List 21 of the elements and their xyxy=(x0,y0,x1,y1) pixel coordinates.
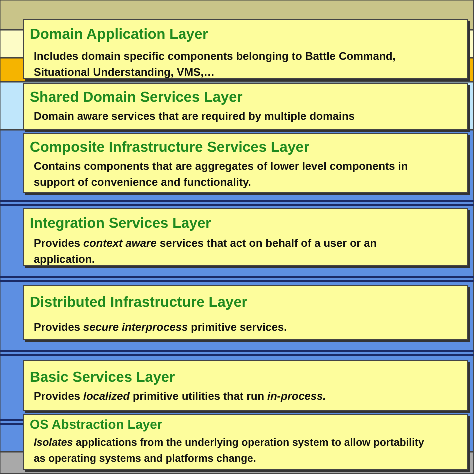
layer-description: Includes domain specific components belonging to Battle Command, Situational Understanding, VMS,… xyxy=(33,50,397,81)
layer-description: Domain aware services that are required by multiple domains xyxy=(33,110,356,125)
layer-title: Distributed Infrastructure Layer xyxy=(30,294,249,312)
layer-box xyxy=(23,83,468,130)
layer-box xyxy=(23,414,468,470)
layer-description: Contains components that are aggregates of lower level components in support of convenience and functionality. xyxy=(33,160,410,191)
layer-title: OS Abstraction Layer xyxy=(30,417,164,432)
layer-box xyxy=(23,360,468,411)
layer-title: Integration Services Layer xyxy=(30,215,212,233)
layer-title: Shared Domain Services Layer xyxy=(30,89,244,107)
layer-description: Provides localized primitive utilities that run in-process. xyxy=(33,390,328,405)
layer-box xyxy=(23,285,468,340)
layer-title: Composite Infrastructure Services Layer xyxy=(30,139,311,157)
layer-box xyxy=(23,133,468,193)
layer-title: Domain Application Layer xyxy=(30,26,210,44)
layer-title: Basic Services Layer xyxy=(30,369,176,387)
layer-box xyxy=(23,19,468,79)
layer-box xyxy=(23,208,468,266)
layer-description: Provides secure interprocess primitive services. xyxy=(33,321,288,336)
layer-description: Isolates applications from the underlying operation system to allow portability as operating systems and platforms change. xyxy=(33,436,426,467)
layer-description: Provides context aware services that act on behalf of a user or an application. xyxy=(33,237,378,268)
